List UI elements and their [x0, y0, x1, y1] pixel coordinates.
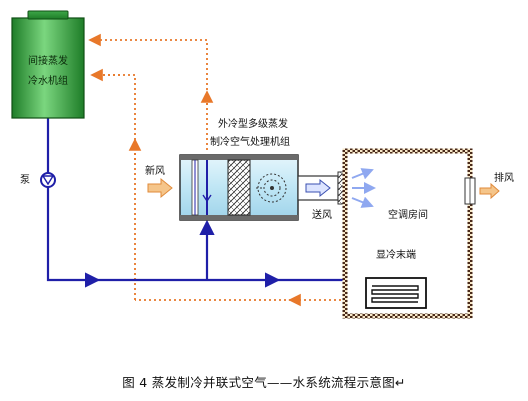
chiller-unit: [11, 10, 85, 119]
unit-label-line1: 外冷型多级蒸发: [218, 119, 288, 130]
fresh-air-arrow: [147, 177, 173, 199]
fan-icon: [256, 173, 287, 203]
return-pipe-unit-upper: [88, 33, 208, 150]
sensible-cooling-terminal: [365, 277, 427, 309]
return-water-pipes: [88, 33, 366, 307]
chiller-label-line1: 间接蒸发: [28, 56, 68, 67]
fresh-air-label: 新风: [145, 166, 165, 177]
ac-room-label: 空调房间: [388, 210, 428, 221]
terminal-label: 显冷末端: [376, 250, 416, 261]
supply-air-duct: [297, 171, 351, 205]
supply-air-spray: [351, 168, 376, 208]
supply-air-label: 送风: [312, 210, 332, 221]
evaporative-media: [227, 159, 251, 216]
exhaust-grille: [464, 177, 476, 205]
exhaust-air-arrow: [479, 182, 500, 200]
exhaust-air-label: 排风: [494, 173, 514, 184]
return-pipe-terminal: [90, 74, 136, 300]
pump-icon: [40, 172, 56, 188]
figure-caption: 图 4 蒸发制冷并联式空气——水系统流程示意图↵: [122, 375, 406, 390]
pump-label: 泵: [20, 175, 30, 186]
air-handling-unit: [179, 154, 299, 221]
unit-label-line2: 制冷空气处理机组: [210, 137, 290, 148]
chiller-label-line2: 冷水机组: [28, 76, 68, 87]
